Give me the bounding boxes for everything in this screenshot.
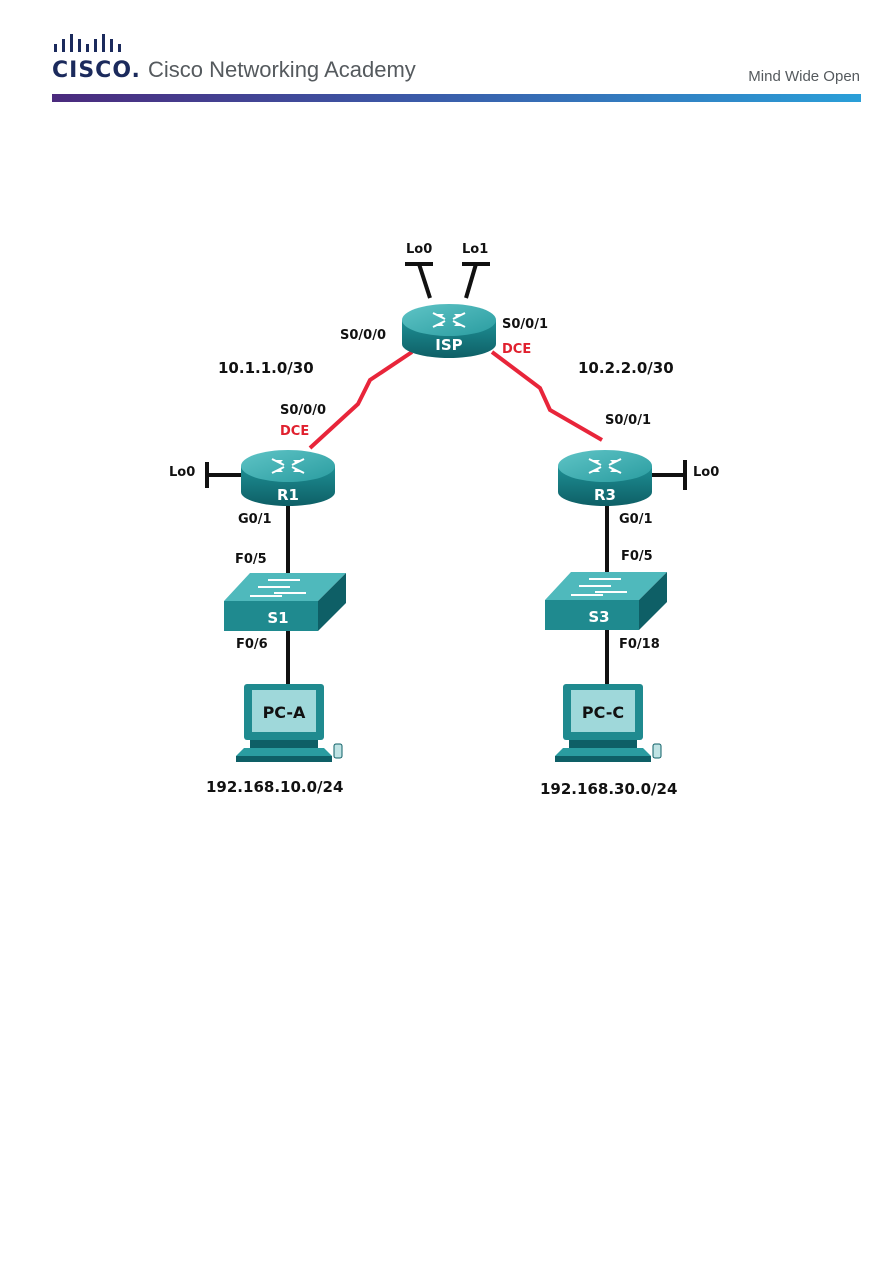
network-lan-a: 192.168.10.0/24 [206,778,343,796]
pc-a[interactable] [236,684,343,762]
isp-loopback-lines [405,262,490,299]
r1-g01-label: G0/1 [238,512,272,527]
router-r1[interactable] [241,450,335,506]
s1-f06-label: F0/6 [236,637,268,652]
r1-loopback-line [205,462,242,488]
s3-f05-label: F0/5 [621,549,653,564]
s1-f05-label: F0/5 [235,552,267,567]
router-isp[interactable] [402,304,496,358]
network-lan-c: 192.168.30.0/24 [540,780,677,798]
isp-router-label: ISP [435,336,462,354]
tagline: Mind Wide Open [748,68,860,85]
academy-title: Cisco Networking Academy [148,57,416,82]
isp-dce-label: DCE [502,342,531,357]
cisco-logo-bars-icon [54,34,121,52]
serial-link-isp-r1 [308,350,414,450]
header-gradient-bar [52,94,861,102]
serial-link-isp-r3 [490,350,603,442]
switch-s1[interactable] [224,573,346,631]
r3-s001-label: S0/0/1 [605,413,651,428]
r3-router-label: R3 [594,486,616,504]
router-r3[interactable] [558,450,652,506]
isp-lo1-label: Lo1 [462,242,488,257]
r1-s000-label: S0/0/0 [280,403,326,418]
r3-loopback-line [650,460,687,490]
r1-lo0-label: Lo0 [169,465,195,480]
r1-dce-label: DCE [280,424,309,439]
s3-f018-label: F0/18 [619,637,660,652]
s3-switch-label: S3 [588,608,609,626]
isp-s001-label: S0/0/1 [502,317,548,332]
pc-c[interactable] [555,684,662,762]
network-right-wan: 10.2.2.0/30 [578,359,674,377]
pc-a-label: PC-A [263,703,306,722]
cisco-logo-text: CISCO. [52,58,141,83]
page-header: CISCO. Cisco Networking Academy Mind Wid… [0,0,893,110]
s1-switch-label: S1 [267,609,288,627]
r3-lo0-label: Lo0 [693,465,719,480]
switch-s3[interactable] [545,572,667,630]
network-left-wan: 10.1.1.0/30 [218,359,314,377]
r3-g01-label: G0/1 [619,512,653,527]
isp-lo0-label: Lo0 [406,242,432,257]
isp-s000-label: S0/0/0 [340,328,386,343]
r1-router-label: R1 [277,486,299,504]
pc-c-label: PC-C [582,703,624,722]
